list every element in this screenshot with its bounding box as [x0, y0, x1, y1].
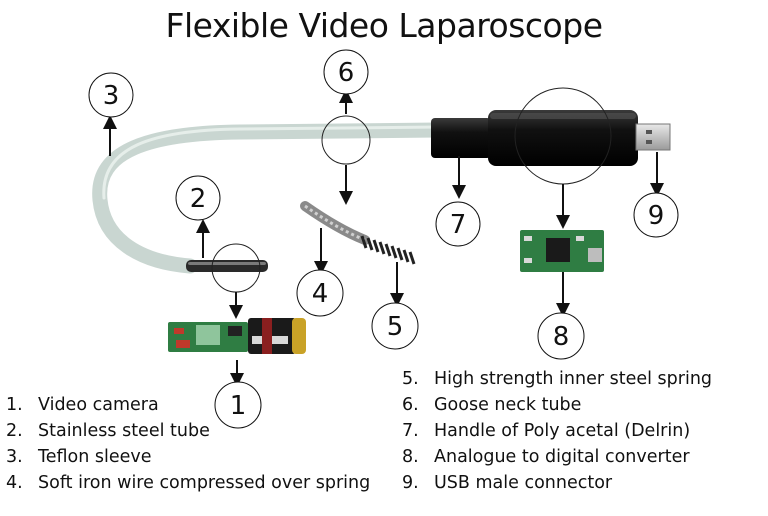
callout-label-4: 4	[312, 279, 329, 309]
diagram-title: Flexible Video Laparoscope	[165, 6, 603, 45]
legend-number: 7.	[402, 421, 419, 441]
legend-number: 6.	[402, 395, 419, 415]
handle-body	[488, 110, 638, 166]
legend-text: Teflon sleeve	[38, 447, 152, 467]
legend-number: 2.	[6, 421, 23, 441]
legend-left: 1. Video camera 2. Stainless steel tube 3.…	[6, 392, 370, 496]
callout-label-6: 6	[338, 58, 355, 88]
legend-item-5: 5. High strength inner steel spring	[402, 366, 712, 392]
callout-circle-3	[88, 72, 134, 118]
legend-item-2: 2. Stainless steel tube	[6, 418, 370, 444]
callout-circle-4	[296, 269, 344, 317]
callout-circle-5	[371, 302, 419, 350]
legend-number: 1.	[6, 395, 23, 415]
legend-item-7: 7. Handle of Poly acetal (Delrin)	[402, 418, 712, 444]
legend-item-6: 6. Goose neck tube	[402, 392, 712, 418]
legend-number: 8.	[402, 447, 419, 467]
legend-number: 3.	[6, 447, 23, 467]
callout-circle-9	[633, 192, 679, 238]
legend-text: Analogue to digital converter	[434, 447, 690, 467]
legend-item-8: 8. Analogue to digital converter	[402, 444, 712, 470]
callout-circle-6	[323, 49, 369, 95]
callout-label-1: 1	[230, 391, 247, 421]
legend-number: 9.	[402, 473, 419, 493]
callout-circle-1	[214, 381, 262, 429]
legend-item-4: 4. Soft iron wire compressed over spring	[6, 470, 370, 496]
legend-text: USB male connector	[434, 473, 613, 493]
callout-label-3: 3	[103, 81, 120, 111]
steel-tube	[186, 260, 268, 272]
legend-text: Handle of Poly acetal (Delrin)	[434, 421, 691, 441]
callout-label-9: 9	[648, 201, 665, 231]
callout-label-8: 8	[553, 322, 570, 352]
soft-iron-wire	[300, 201, 370, 245]
callout-label-7: 7	[450, 210, 467, 240]
legend-right: 5. High strength inner steel spring 6. Goo…	[402, 366, 712, 496]
legend-text: Stainless steel tube	[38, 421, 210, 441]
handle-collar	[431, 118, 491, 158]
zoom-circle-gooseneck	[321, 115, 371, 165]
callout-label-2: 2	[190, 184, 207, 214]
video-camera-module	[168, 318, 306, 354]
legend-text: High strength inner steel spring	[434, 369, 713, 389]
legend-item-1: 1. Video camera	[6, 392, 370, 418]
teflon-sleeve	[92, 122, 446, 274]
legend-number: 4.	[6, 473, 23, 493]
legend-number: 5.	[402, 369, 419, 389]
legend-item-9: 9. USB male connector	[402, 470, 712, 496]
legend-item-3: 3. Teflon sleeve	[6, 444, 370, 470]
usb-connector	[635, 123, 671, 151]
callout-circle-7	[435, 201, 481, 247]
callout-circle-2	[175, 175, 221, 221]
legend-text: Goose neck tube	[434, 395, 582, 415]
callout-circle-8	[537, 312, 585, 360]
teflon-sleeve-highlight	[102, 125, 440, 200]
callout-label-5: 5	[387, 312, 404, 342]
inner-steel-spring	[360, 235, 416, 265]
legend-text: Video camera	[38, 395, 159, 415]
legend-text: Soft iron wire compressed over spring	[38, 473, 371, 493]
adc-board	[520, 230, 604, 272]
